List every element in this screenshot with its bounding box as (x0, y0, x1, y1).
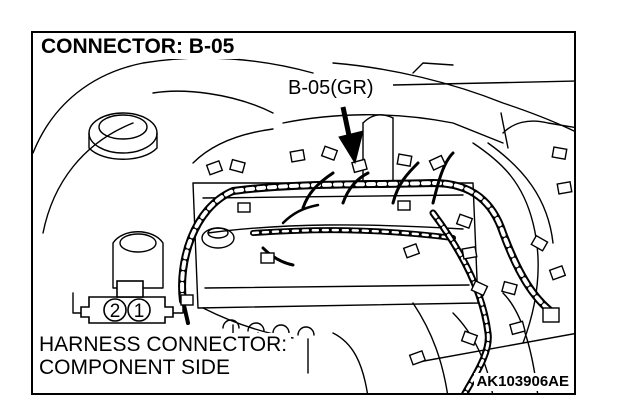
pin-1-label: 1 (134, 301, 145, 322)
connector-caption: HARNESS CONNECTOR: COMPONENT SIDE (37, 333, 292, 379)
harness-connector-symbol (80, 280, 174, 324)
engine-bay-drawing: 2 1 (33, 57, 574, 393)
caption-line-2: COMPONENT SIDE (39, 356, 230, 379)
pin-2-label: 2 (110, 301, 121, 322)
caption-line-1: HARNESS CONNECTOR: (39, 333, 288, 356)
connector-callout-label: B-05(GR) (285, 77, 377, 99)
diagram-frame: 2 1 CONNECTOR: B-05 B-05(GR) HARNESS CON… (31, 31, 576, 395)
diagram-title: CONNECTOR: B-05 (39, 35, 239, 59)
figure-code: AK103906AE (474, 373, 571, 391)
